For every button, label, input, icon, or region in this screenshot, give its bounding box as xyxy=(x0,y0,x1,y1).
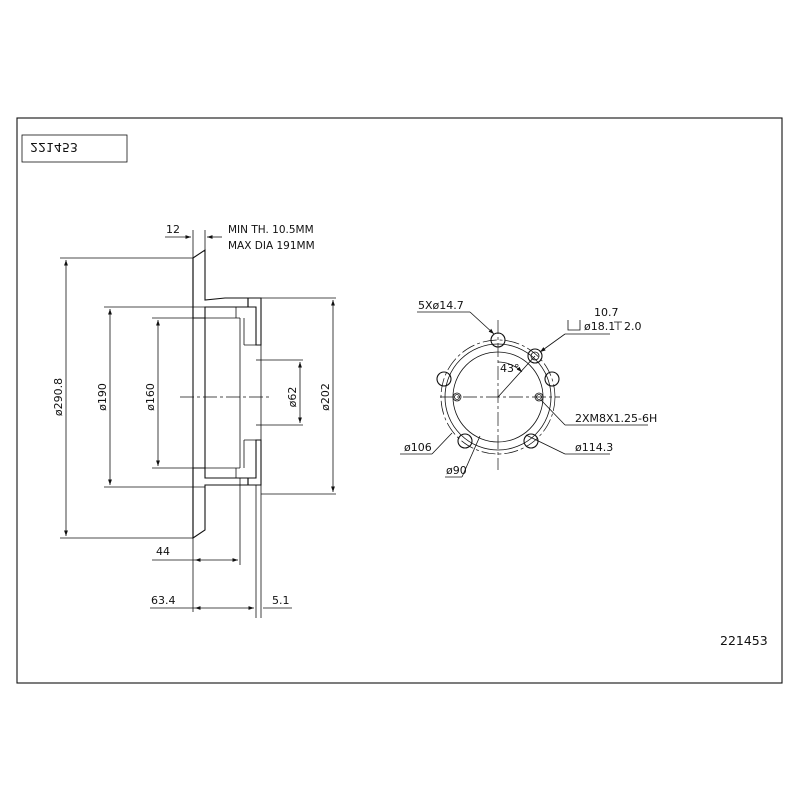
dim-counterbore: ø18.1 xyxy=(584,320,615,333)
drawing-border xyxy=(16,117,783,684)
hat-wall-top xyxy=(247,297,262,346)
thread-hole-left xyxy=(452,392,462,402)
face-view: 43° 5Xø14.7 10.7 ø18.1 2.0 2XM8X1.25-6H … xyxy=(400,299,657,478)
dim-angle: 43° xyxy=(500,362,520,375)
dim-counterbore-depth: 2.0 xyxy=(624,320,642,333)
dim-d106: ø106 xyxy=(404,441,432,454)
hat-wall-bottom xyxy=(247,439,262,486)
disc-section-top xyxy=(192,248,249,319)
circle-d106 xyxy=(444,343,552,451)
dim-d62: ø62 xyxy=(286,387,299,408)
part-number-corner: 221453 xyxy=(720,633,768,648)
dim-offset-63-4: 63.4 xyxy=(151,594,176,607)
counterbore-hole xyxy=(527,348,543,364)
circle-d114-3 xyxy=(440,339,556,455)
thread-hole-right xyxy=(534,392,544,402)
dim-d114-3: ø114.3 xyxy=(575,441,613,454)
part-number-mirrored: 221453 xyxy=(30,140,78,155)
dim-d190: ø190 xyxy=(96,383,109,411)
dim-d160: ø160 xyxy=(144,383,157,411)
section-view: ø290.8 ø190 ø160 ø62 ø202 12 MIN TH. 10.… xyxy=(52,223,336,618)
dim-offset-44: 44 xyxy=(156,545,170,558)
dim-thread: 2XM8X1.25-6H xyxy=(575,412,657,425)
dim-d202: ø202 xyxy=(319,383,332,411)
note-max-diameter: MAX DIA 191MM xyxy=(228,240,315,252)
dim-d90: ø90 xyxy=(446,464,467,477)
dim-thickness-12: 12 xyxy=(166,223,180,236)
note-min-thickness: MIN TH. 10.5MM xyxy=(228,224,314,236)
dim-depth-10-7: 10.7 xyxy=(594,306,619,319)
part-number-box xyxy=(21,134,128,163)
dim-flange-5-1: 5.1 xyxy=(272,594,290,607)
dim-d290-8: ø290.8 xyxy=(52,378,65,416)
dim-holes-5x: 5Xø14.7 xyxy=(418,299,464,312)
